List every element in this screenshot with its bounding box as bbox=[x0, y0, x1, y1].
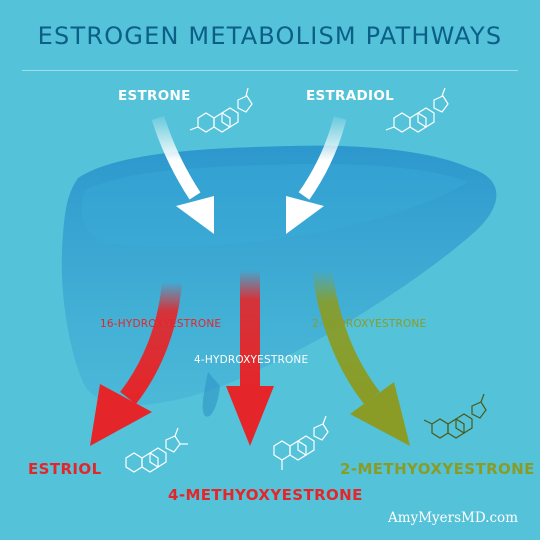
liver-shape bbox=[61, 145, 497, 406]
estrone-label: ESTRONE bbox=[118, 88, 191, 104]
estrone-arrowhead bbox=[176, 196, 214, 234]
hydroxyestrone-2-label: 2-HYDROXYESTRONE bbox=[312, 318, 427, 330]
methyoxyestrone-2-label: 2-METHYOXYESTRONE bbox=[340, 460, 535, 478]
estriol-arrow bbox=[120, 281, 182, 405]
page-title: ESTROGEN METABOLISM PATHWAYS bbox=[37, 22, 503, 50]
hydroxyestrone-4-label: 4-HYDROXYESTRONE bbox=[194, 354, 309, 366]
gallbladder-shape bbox=[202, 372, 220, 417]
methyoxyestrone-4-label: 4-METHYOXYESTRONE bbox=[168, 486, 363, 504]
hydroxyestrone-16-label: 16-HYDROXYESTRONE bbox=[100, 318, 222, 330]
estradiol-molecule bbox=[385, 87, 449, 133]
brand-watermark: AmyMyersMD.com bbox=[388, 510, 518, 526]
methyoxyestrone-4-arrow bbox=[240, 270, 260, 388]
estriol-label: ESTRIOL bbox=[28, 460, 102, 478]
estradiol-arrow bbox=[298, 116, 347, 200]
methyoxyestrone-4-arrowhead bbox=[226, 386, 274, 446]
estradiol-label: ESTRADIOL bbox=[306, 88, 395, 104]
estriol-arrowhead bbox=[90, 384, 152, 446]
methyoxyestrone-2-arrow bbox=[312, 268, 380, 405]
liver-lobe-highlight bbox=[81, 163, 468, 247]
methyoxyestrone-4-molecule bbox=[273, 415, 329, 470]
methyoxyestrone-2-molecule bbox=[423, 393, 487, 439]
estriol-molecule bbox=[125, 427, 188, 473]
estrone-arrow bbox=[151, 116, 201, 200]
methyoxyestrone-2-arrowhead bbox=[350, 382, 410, 446]
estrone-molecule bbox=[189, 87, 253, 133]
title-divider bbox=[22, 70, 518, 71]
estradiol-arrowhead bbox=[286, 196, 324, 234]
